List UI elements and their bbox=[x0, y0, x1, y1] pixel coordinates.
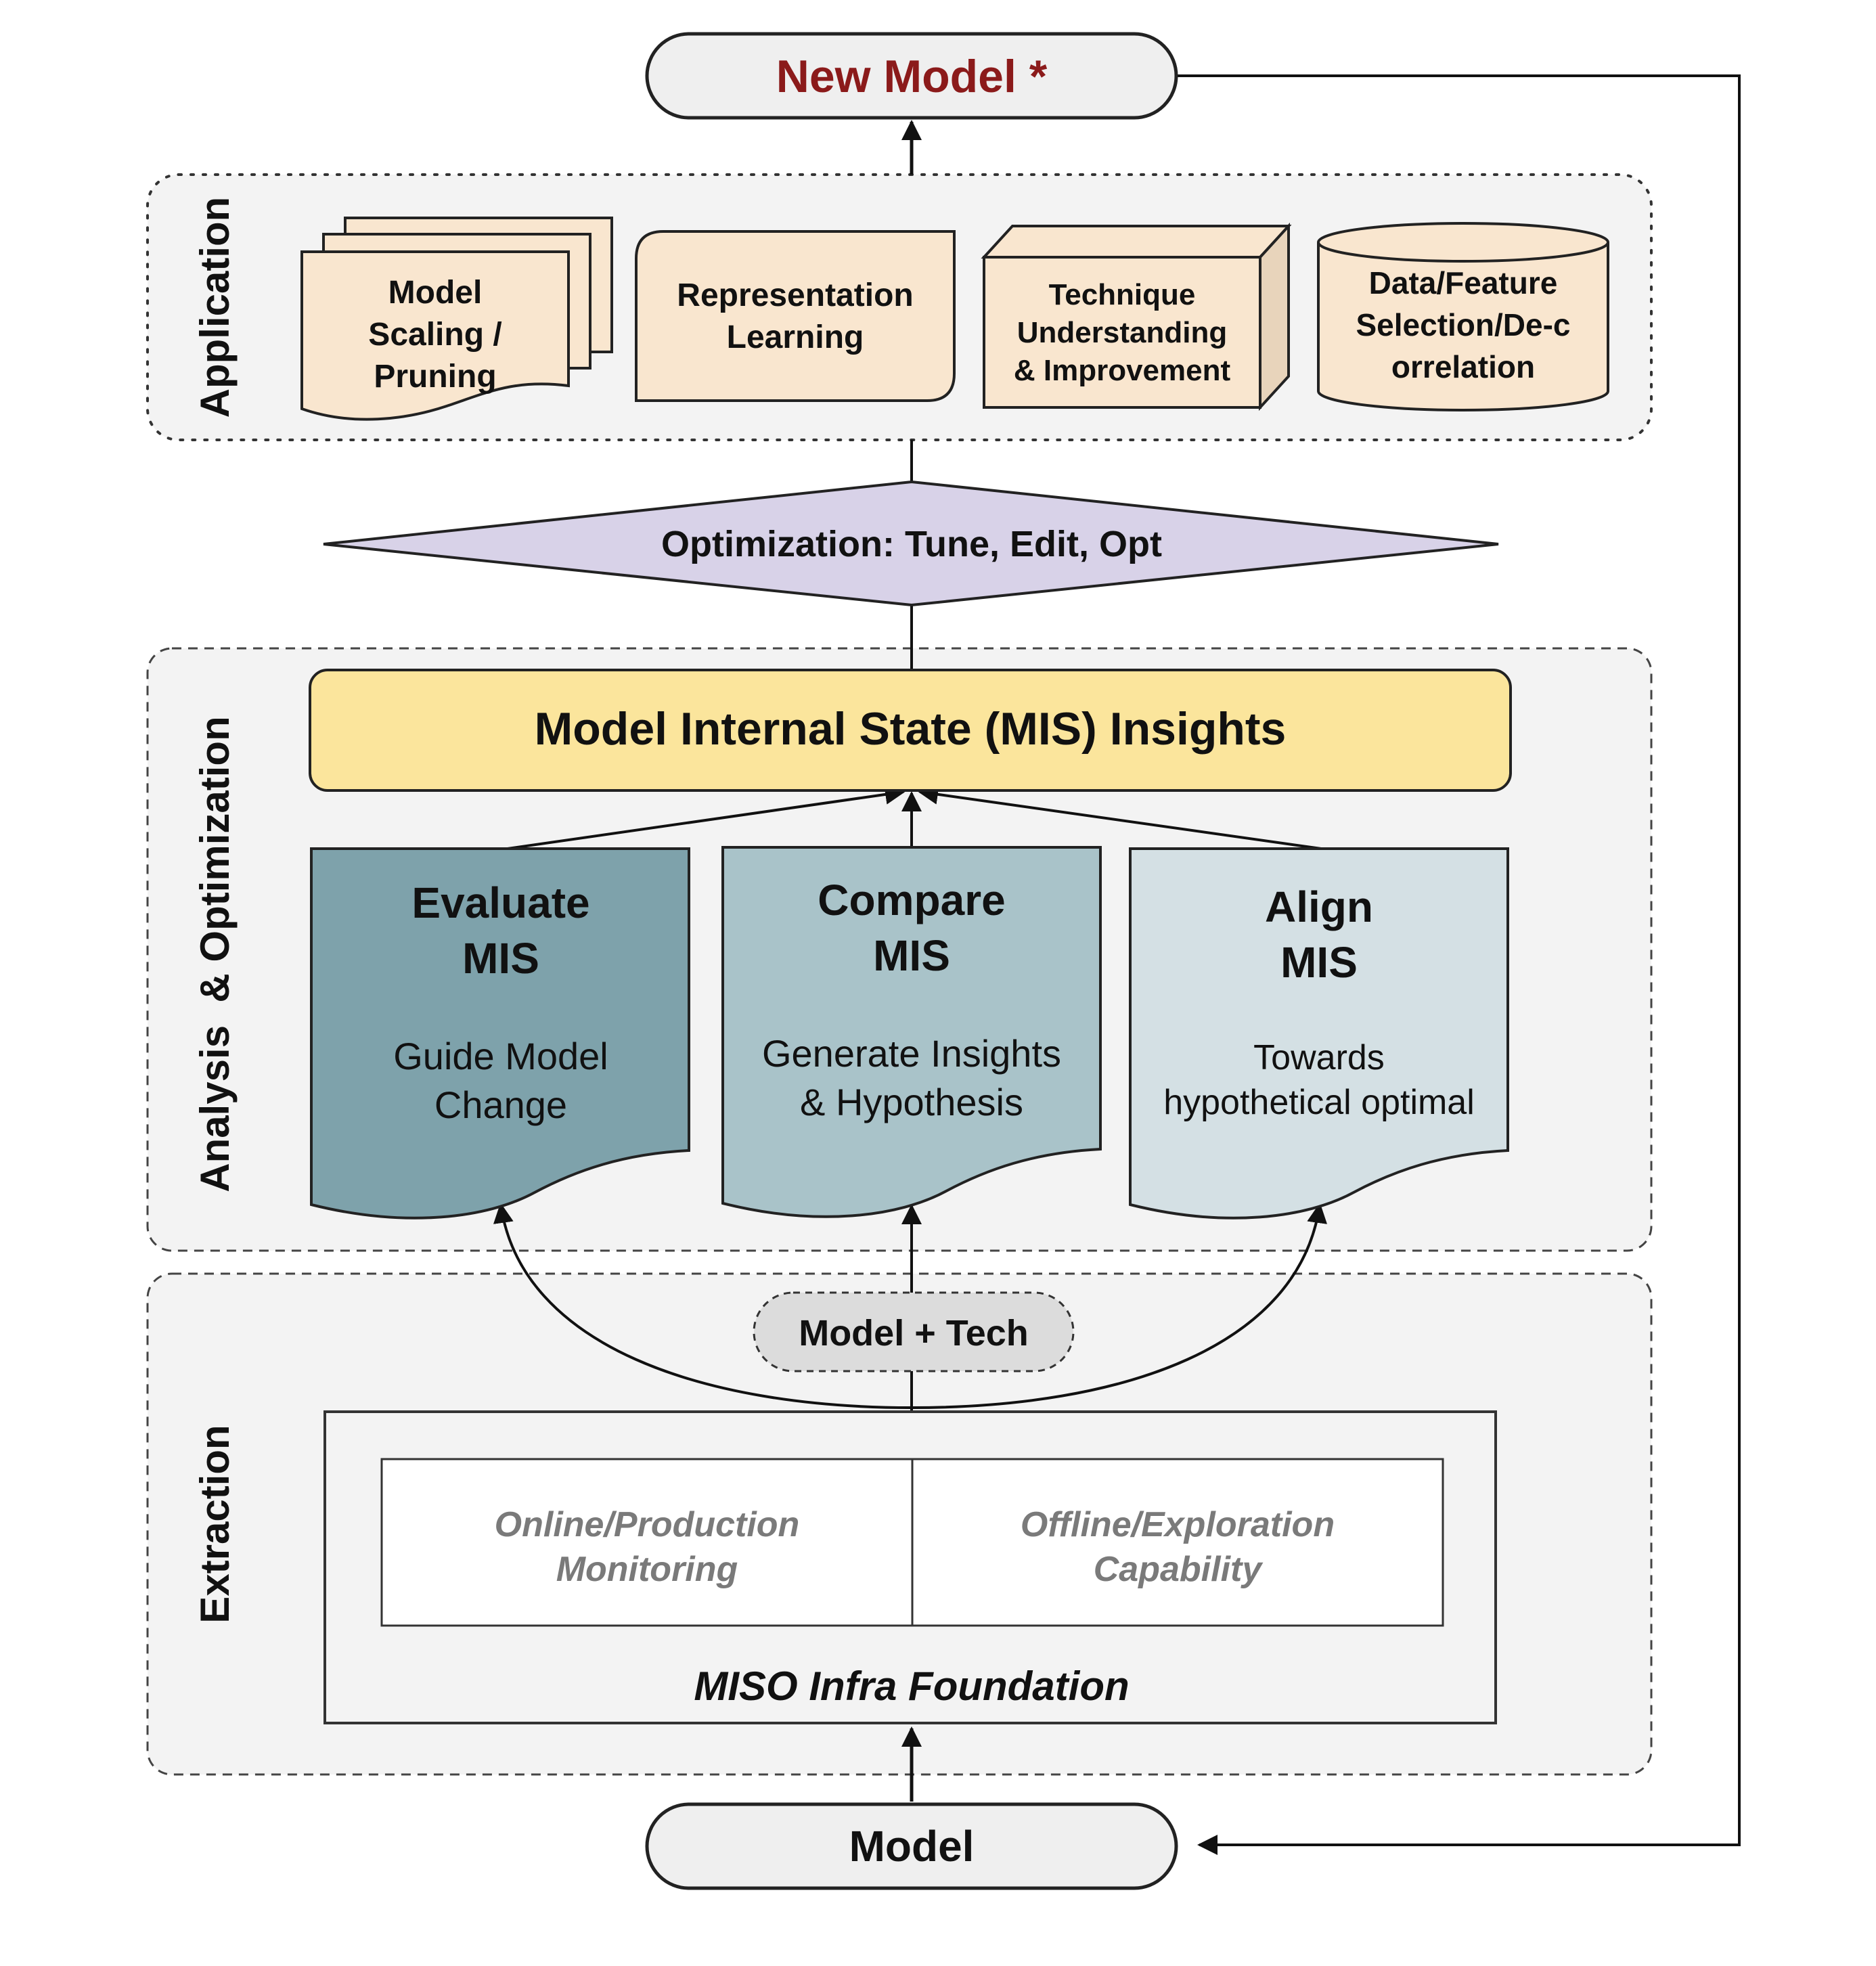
arrow-infra-to-evaluate bbox=[493, 1203, 912, 1409]
card-align-title-1: Align bbox=[1265, 883, 1373, 931]
optimization-label: Optimization: Tune, Edit, Opt bbox=[661, 524, 1162, 564]
card-evaluate-body-2: Change bbox=[434, 1083, 567, 1126]
online-monitoring-line-2: Monitoring bbox=[556, 1550, 738, 1589]
section-label-application: Application bbox=[192, 197, 238, 418]
app-item-representation-learning: Representation Learning bbox=[635, 230, 956, 402]
model-node-label: Model bbox=[849, 1822, 975, 1871]
new-model-label: New Model * bbox=[776, 51, 1048, 102]
offline-exploration-line-1: Offline/Exploration bbox=[1021, 1505, 1335, 1544]
card-align-title-2: MIS bbox=[1280, 938, 1358, 987]
app-item-representation-learning-line-1: Representation bbox=[677, 277, 913, 313]
online-monitoring-line-1: Online/Production bbox=[495, 1505, 800, 1544]
model-tech-label: Model + Tech bbox=[799, 1313, 1029, 1354]
model-node bbox=[645, 1802, 1178, 1890]
optimization-diamond bbox=[323, 480, 1499, 607]
app-item-data-line-3: orrelation bbox=[1391, 349, 1535, 384]
card-align-body-2: hypothetical optimal bbox=[1163, 1083, 1475, 1122]
online-monitoring-box bbox=[380, 1458, 914, 1627]
app-item-technique-line-2: Understanding bbox=[1017, 316, 1227, 349]
app-item-technique-line-3: & Improvement bbox=[1014, 354, 1231, 387]
card-compare-mis: Compare MIS Generate Insights & Hypothes… bbox=[721, 846, 1102, 1218]
arrow-infra-to-align bbox=[911, 1203, 1327, 1409]
section-label-analysis: Analysis & Optimization bbox=[192, 716, 238, 1192]
app-item-data-line-2: Selection/De-c bbox=[1356, 307, 1571, 342]
mis-insights-label: Model Internal State (MIS) Insights bbox=[535, 703, 1287, 755]
app-item-model-scaling: Model Scaling / Pruning bbox=[300, 217, 613, 421]
card-evaluate-body-1: Guide Model bbox=[393, 1035, 608, 1077]
card-evaluate-title-1: Evaluate bbox=[411, 878, 589, 927]
offline-exploration-box bbox=[911, 1458, 1444, 1627]
card-evaluate-mis: Evaluate MIS Guide Model Change bbox=[310, 847, 690, 1220]
app-item-technique-understanding: Technique Understanding & Improvement bbox=[981, 222, 1292, 411]
miso-infra-foundation-label: MISO Infra Foundation bbox=[694, 1663, 1129, 1709]
arrow-align-to-insights bbox=[918, 784, 1322, 850]
app-item-model-scaling-line-2: Scaling / bbox=[368, 317, 501, 353]
card-compare-body-1: Generate Insights bbox=[762, 1032, 1061, 1075]
model-tech-pill bbox=[753, 1291, 1075, 1372]
card-align-body-1: Towards bbox=[1253, 1038, 1385, 1077]
app-item-representation-learning-line-2: Learning bbox=[727, 319, 864, 355]
app-item-technique-line-1: Technique bbox=[1049, 278, 1196, 311]
new-model-node bbox=[645, 32, 1178, 120]
card-compare-title-2: MIS bbox=[873, 931, 950, 980]
section-label-extraction: Extraction bbox=[192, 1425, 238, 1623]
app-item-model-scaling-line-3: Pruning bbox=[374, 359, 496, 395]
arrow-evaluate-to-insights bbox=[507, 784, 906, 850]
offline-exploration-line-2: Capability bbox=[1094, 1550, 1264, 1589]
feedback-loop-line bbox=[1176, 74, 1741, 1855]
card-compare-title-1: Compare bbox=[818, 876, 1005, 924]
mis-insights-box bbox=[309, 669, 1512, 792]
card-compare-body-2: & Hypothesis bbox=[800, 1081, 1023, 1123]
app-item-data-line-1: Data/Feature bbox=[1369, 265, 1558, 300]
card-align-mis: Align MIS Towards hypothetical optimal bbox=[1129, 847, 1509, 1220]
app-item-model-scaling-line-1: Model bbox=[388, 275, 483, 311]
app-item-data-feature-selection: Data/Feature Selection/De-c orrelation bbox=[1317, 222, 1609, 411]
card-evaluate-title-2: MIS bbox=[462, 934, 539, 983]
